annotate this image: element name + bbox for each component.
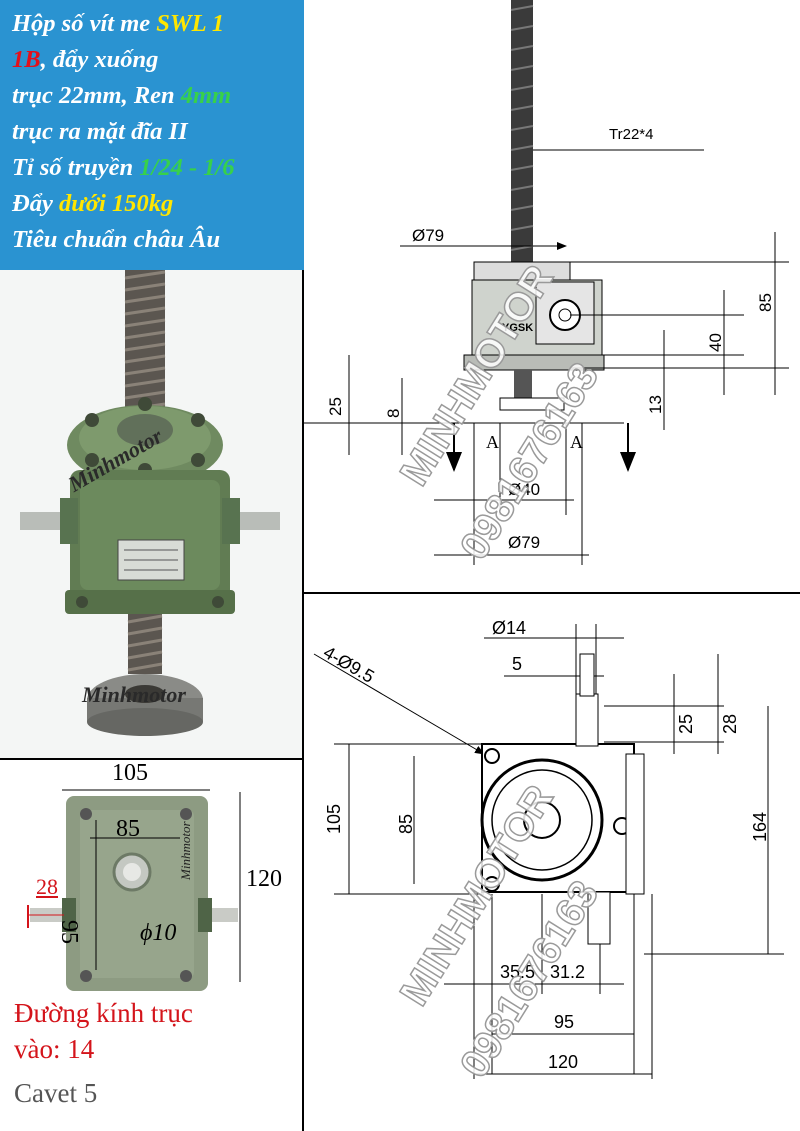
info-line-1: Hộp số vít me SWL 1: [12, 10, 225, 37]
top-dim-120: 120: [548, 1052, 579, 1072]
top-dia-14: Ø14: [492, 618, 527, 638]
base-photo: 105 85 120 95 28 ϕ10 Minhmotor: [0, 760, 302, 1005]
top-dim-95: 95: [554, 1012, 575, 1032]
info-line-4: trục ra mặt đĩa II: [12, 118, 188, 145]
divider-left: [0, 758, 304, 760]
divider-vertical: [302, 270, 304, 1131]
caption-shaft-line1: Đường kính trục: [14, 998, 193, 1028]
top-drawing: Ø14 5 4-Ø9.5 25 28 105 85 164 35.5 31.2 …: [304, 594, 800, 1131]
side-brand: YGSK: [502, 322, 534, 334]
side-dim-85: 85: [756, 293, 775, 312]
info-line-7: Tiêu chuẩn châu Âu: [12, 226, 221, 253]
base-dim-height: 120: [246, 866, 282, 892]
side-drawing: Tr22*4 Ø79 85 40 13 25 8 A A Ø40 Ø79 YGS…: [304, 0, 800, 590]
side-dim-40: 40: [706, 333, 725, 352]
side-dia-79: Ø79: [508, 533, 541, 552]
top-dim-28: 28: [720, 713, 740, 734]
side-dim-8: 8: [384, 408, 403, 418]
top-dim-105: 105: [324, 803, 344, 834]
side-thread: Tr22*4: [609, 126, 654, 143]
top-dim-85: 85: [396, 813, 416, 834]
top-dim-5: 5: [512, 654, 523, 674]
info-box: Hộp số vít me SWL 1 1B, đẩy xuống trục 2…: [0, 0, 304, 270]
caption-cavet: Cavet 5: [14, 1078, 98, 1108]
info-line-3: trục 22mm, Ren 4mm: [12, 82, 232, 109]
side-dia-top: Ø79: [412, 226, 445, 245]
side-dia-40: Ø40: [508, 480, 541, 499]
side-section-left: A: [486, 432, 499, 452]
side-dim-25: 25: [326, 397, 345, 416]
info-line-2: 1B, đẩy xuống: [12, 46, 159, 73]
top-dim-35-5: 35.5: [500, 962, 536, 982]
base-watermark: Minhmotor: [178, 821, 193, 881]
base-dim-hole-dia: ϕ10: [140, 920, 177, 946]
side-dim-13: 13: [646, 395, 665, 414]
info-line-5: Tỉ số truyền 1/24 - 1/6: [12, 154, 235, 181]
gearbox-photo: Minhmotor Minhmotor: [0, 270, 304, 760]
divider-right: [304, 592, 800, 594]
base-dim-holes-vertical: 95: [56, 920, 82, 944]
base-dim-shaft: 28: [36, 874, 58, 899]
info-line-6: Đẩy dưới 150kg: [12, 190, 174, 217]
top-dim-25: 25: [676, 713, 696, 734]
top-dim-164: 164: [750, 811, 770, 842]
caption-shaft-line2: vào: 14: [14, 1034, 95, 1064]
base-dim-holes: 85: [116, 816, 140, 842]
top-dim-31-2: 31.2: [550, 962, 586, 982]
side-section-right: A: [570, 432, 583, 452]
base-dim-width: 105: [112, 760, 148, 786]
photo-watermark-bottom: Minhmotor: [82, 682, 186, 707]
